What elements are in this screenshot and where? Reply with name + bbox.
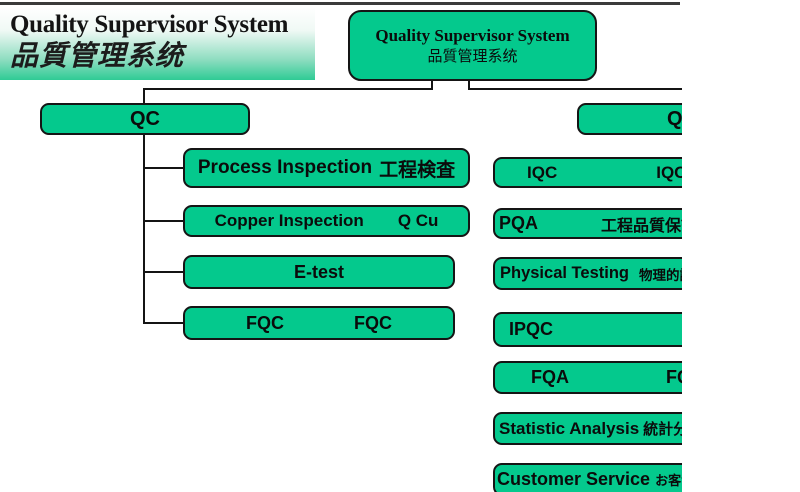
node-qc-label: QC (130, 107, 160, 130)
node-label-english: FQA (531, 367, 569, 387)
node-pqa: PQA 工程品質保証 (493, 208, 682, 239)
node-qa-branch: QA (577, 103, 682, 135)
node-label-secondary: FQC (354, 312, 392, 333)
node-qc-branch: QC (40, 103, 250, 135)
node-label-japanese: 物理的試験 (639, 267, 682, 283)
node-label-english: Customer Service (497, 469, 651, 489)
node-label-english: Physical Testing (500, 264, 629, 282)
slide-title-banner: Quality Supervisor System 品質管理系统 (0, 7, 315, 80)
node-e-test: E-test (183, 255, 455, 289)
connector-qc-child-stub (143, 271, 184, 273)
node-physical-testing: Physical Testing 物理的試験 (493, 257, 682, 290)
node-label-japanese: 統計分析 (643, 421, 682, 438)
node-label-japanese: 工程検査 (379, 159, 456, 181)
node-root-label-japanese: 品質管理系统 (427, 48, 518, 65)
node-label-english: Copper Inspection (214, 211, 364, 230)
node-copper-inspection: Copper Inspection Q Cu (183, 205, 470, 237)
top-rule-line (0, 2, 680, 5)
node-label-japanese: 工程品質保証 (601, 217, 682, 235)
connector-qc-trunk (143, 88, 145, 324)
slide-title-japanese: 品質管理系统 (10, 40, 185, 72)
node-label-english: Process Inspection (197, 157, 373, 178)
node-process-inspection: Process Inspection 工程検査 (183, 148, 470, 188)
node-root-label-english: Quality Supervisor System (375, 26, 570, 46)
node-qa-label: QA (667, 107, 682, 130)
connector-qc-child-stub (143, 322, 184, 324)
node-label-english: FQC (246, 312, 284, 333)
node-root: Quality Supervisor System 品質管理系统 (348, 10, 597, 81)
node-label-secondary: IQC (656, 162, 682, 182)
node-ipqc: IPQC (493, 312, 682, 347)
connector-horizontal-left (143, 88, 433, 90)
node-label-english: E-test (293, 261, 344, 282)
connector-root-left-stub (431, 79, 433, 89)
node-label-secondary: FQA (666, 367, 682, 387)
connector-qc-child-stub (143, 220, 184, 222)
node-label-english: IQC (527, 162, 558, 182)
connector-horizontal-right (468, 88, 682, 90)
node-fqc: FQC FQC (183, 306, 455, 340)
node-label-english: Statistic Analysis (499, 418, 640, 438)
node-customer-service: Customer Service お客サービス (493, 463, 682, 492)
node-label-secondary: Q Cu (397, 211, 439, 230)
node-label-japanese: お客サービス (655, 473, 682, 488)
slide-content-area: Quality Supervisor System 品質管理系统 Quality… (0, 2, 682, 492)
node-fqa: FQA FQA (493, 361, 682, 394)
node-iqc: IQC IQC (493, 157, 682, 188)
connector-root-right-stub (468, 79, 470, 89)
node-label-english: IPQC (509, 319, 554, 339)
node-statistic-analysis: Statistic Analysis 統計分析 (493, 412, 682, 445)
connector-qc-child-stub (143, 167, 184, 169)
slide-title-english: Quality Supervisor System (10, 11, 289, 38)
node-label-english: PQA (499, 213, 539, 233)
